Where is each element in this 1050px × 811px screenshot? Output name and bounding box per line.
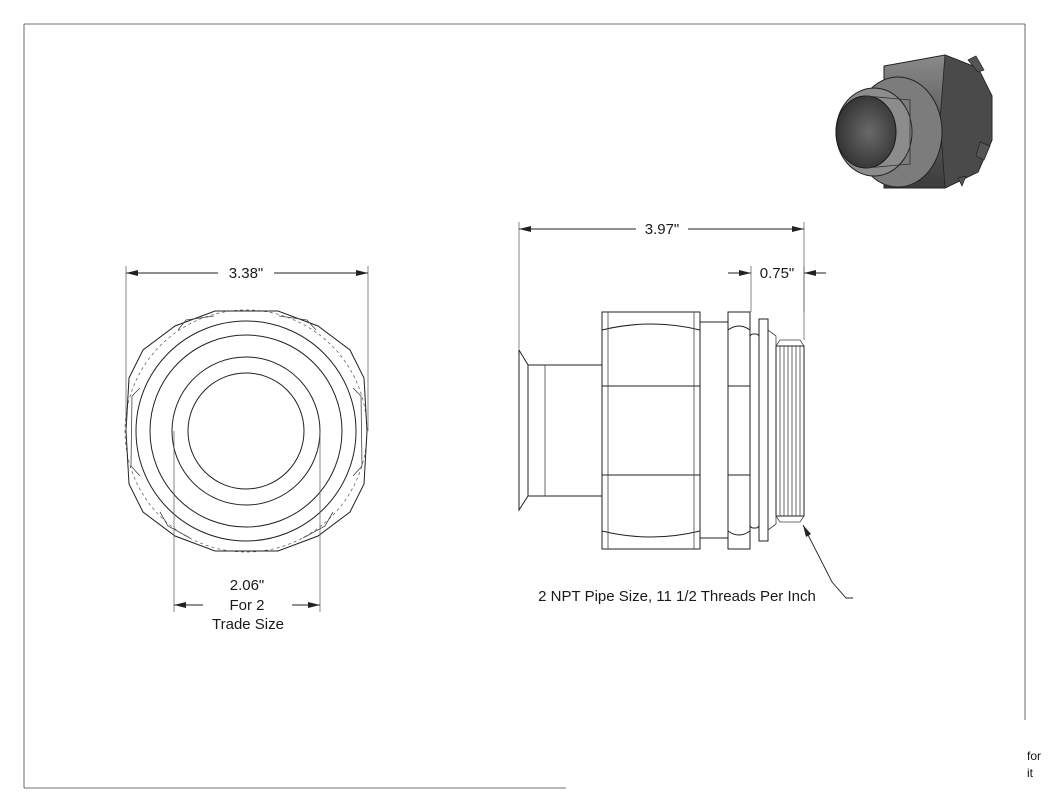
sheet-border <box>23 23 1026 789</box>
side-view-threads <box>775 345 805 517</box>
side-view <box>518 311 805 550</box>
dimension-thread-length: 0.75" <box>728 264 826 312</box>
dimension-overall-length: 3.97" <box>518 220 805 350</box>
side-view-collar <box>699 321 729 539</box>
inner-diameter-label: 2.06" <box>230 577 265 594</box>
side-view-sleeve <box>518 349 602 512</box>
overall-length-label: 3.97" <box>645 221 680 238</box>
overall-diameter-label: 3.38" <box>229 265 264 282</box>
front-view-hex-outline <box>125 310 368 552</box>
thread-lines <box>779 346 801 516</box>
trade-size-line1: For 2 <box>229 597 264 614</box>
front-view-middle-ring <box>149 334 343 528</box>
front-view-outer-ring <box>135 320 357 542</box>
front-view <box>124 309 368 553</box>
corner-note: for it <box>1027 748 1041 782</box>
side-view-gasket <box>749 333 760 529</box>
side-view-flange <box>758 318 769 542</box>
thread-callout-label: 2 NPT Pipe Size, 11 1/2 Threads Per Inch <box>538 588 816 605</box>
front-view-inner-ring <box>171 356 321 506</box>
trade-size-line2: Trade Size <box>212 616 284 633</box>
isometric-view <box>835 54 993 189</box>
corner-note-line2: it <box>1027 766 1033 780</box>
dimension-overall-diameter: 3.38" <box>125 264 369 431</box>
dimension-inner-diameter: 2.06" For 2 Trade Size <box>173 431 321 634</box>
thread-callout: 2 NPT Pipe Size, 11 1/2 Threads Per Inch <box>535 524 853 606</box>
side-view-hex-body <box>601 311 701 550</box>
thread-length-label: 0.75" <box>760 265 795 282</box>
front-view-bore <box>187 372 305 490</box>
side-view-locknut <box>727 311 751 550</box>
corner-note-line1: for <box>1027 749 1042 763</box>
